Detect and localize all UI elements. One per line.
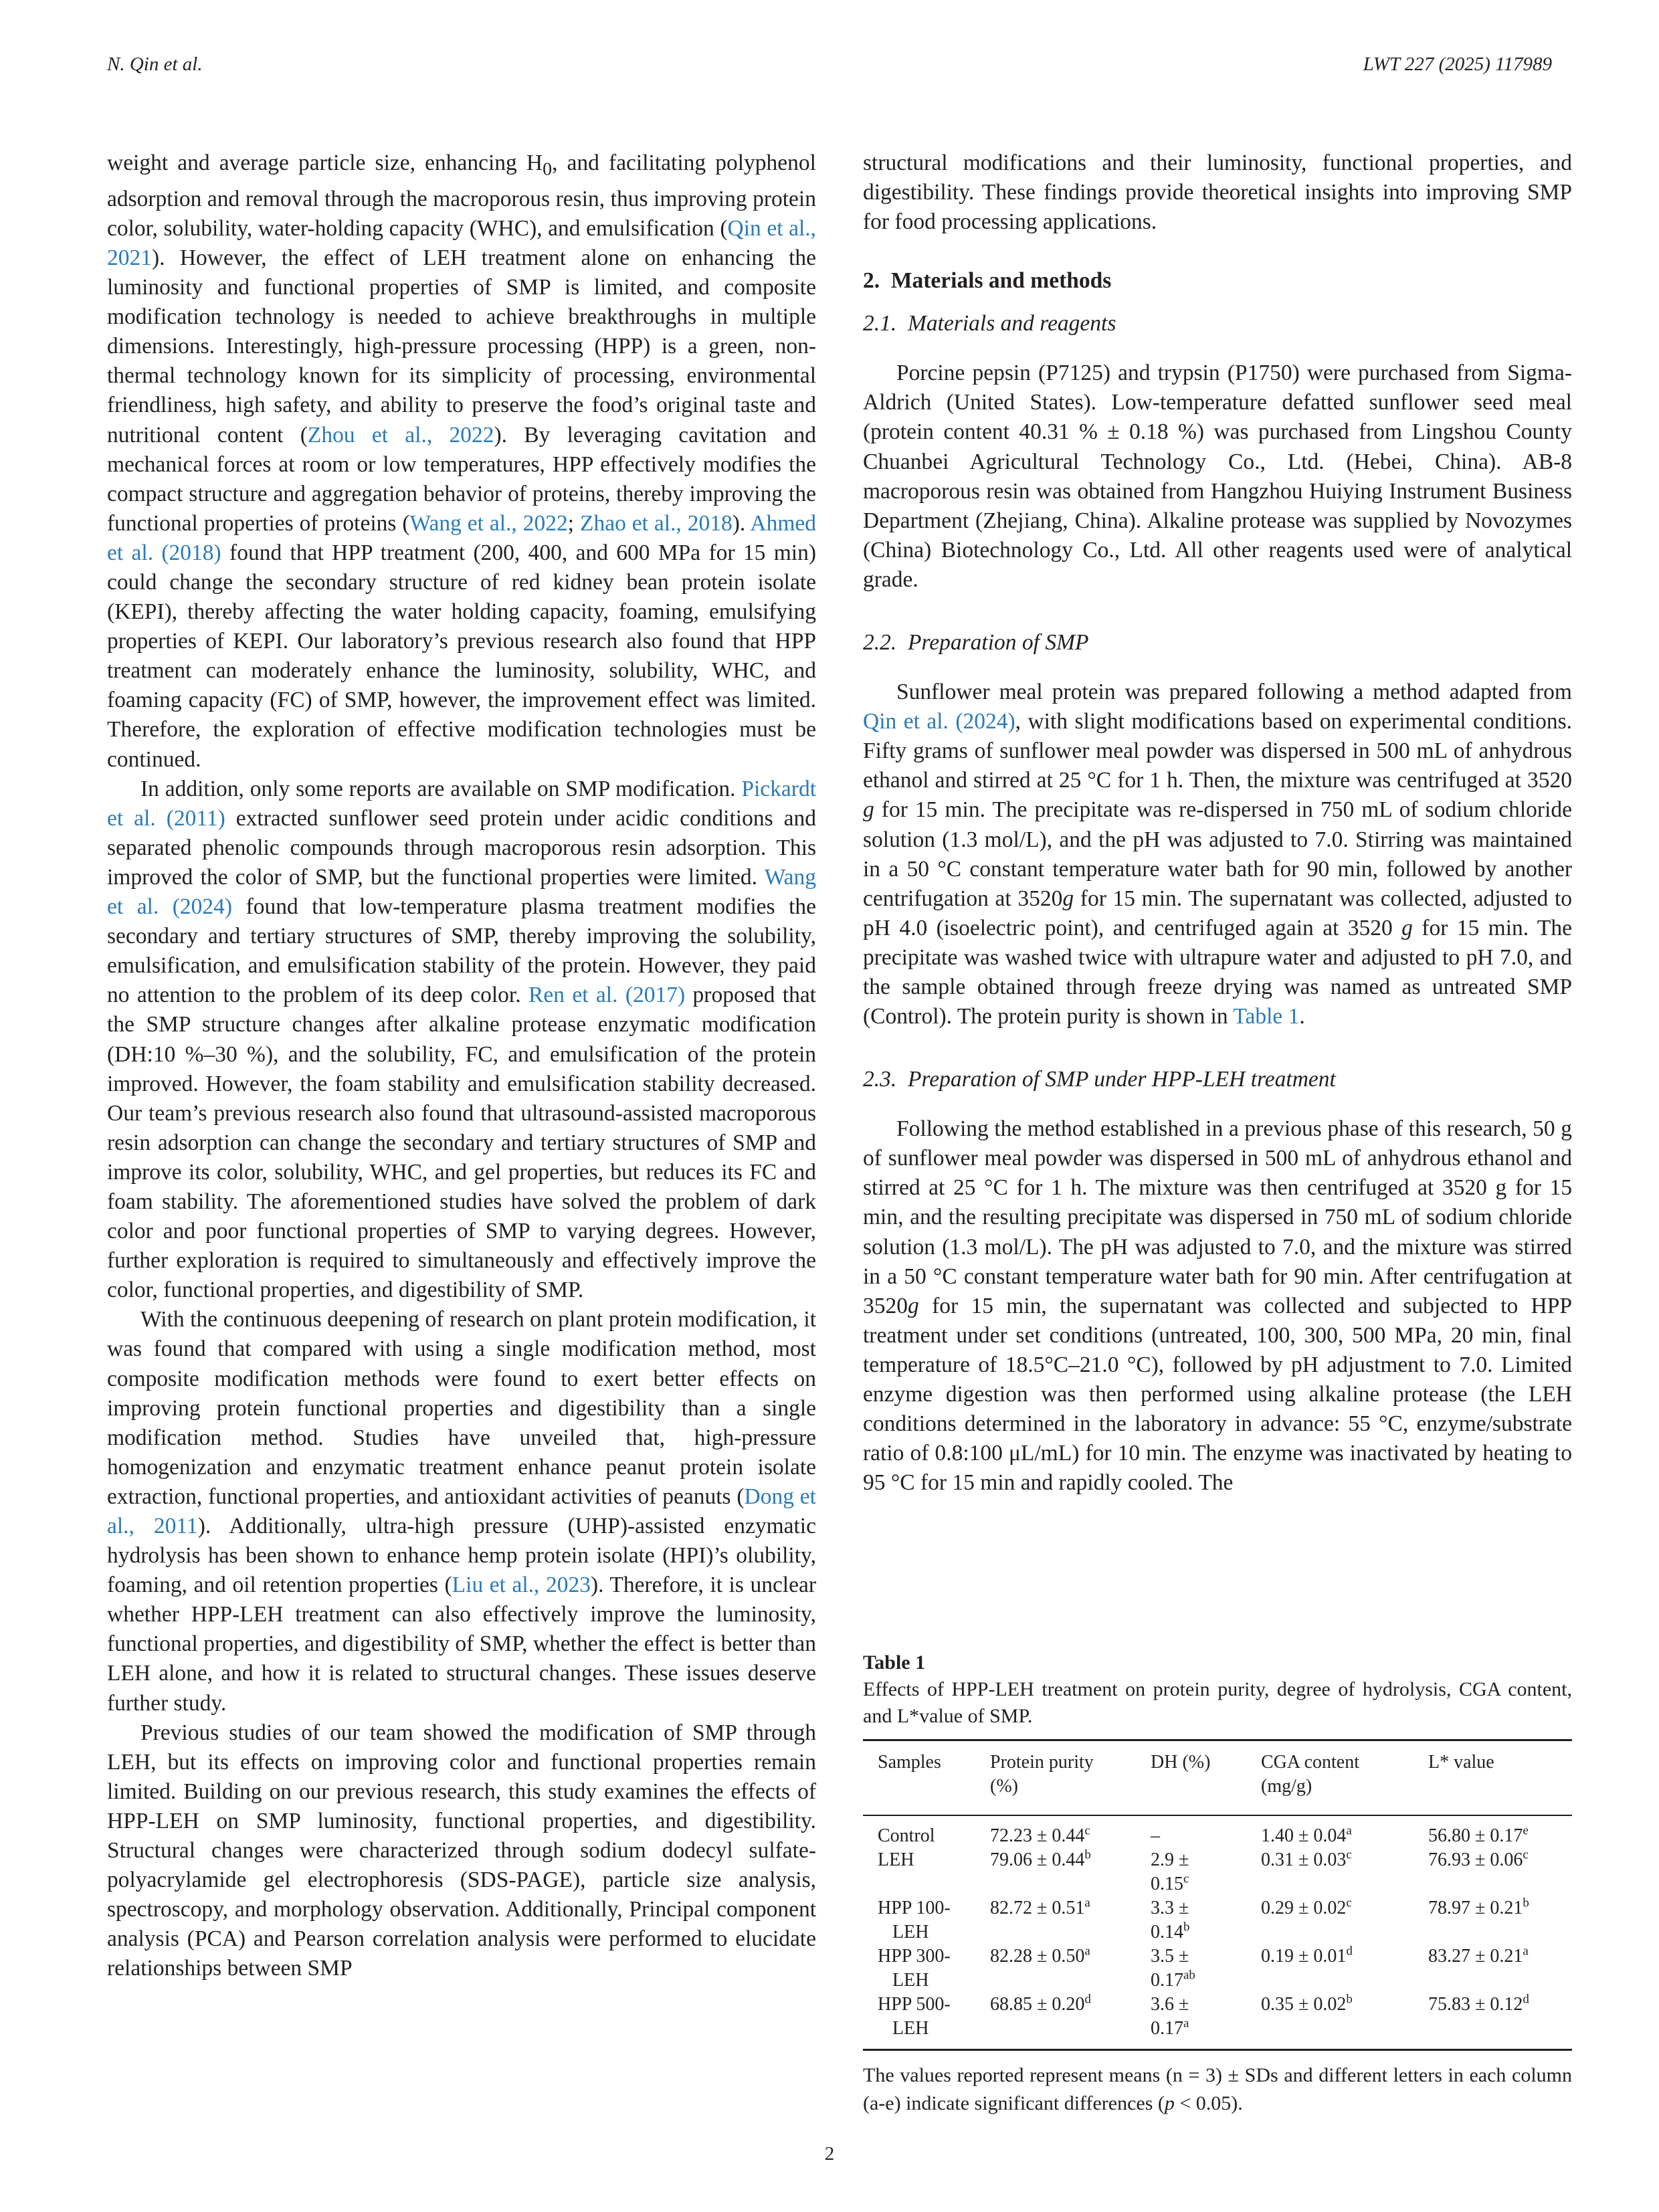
citation-link[interactable]: Qin et al. (2024)	[863, 709, 1015, 734]
table-row: Control 72.23 ± 0.44c – 1.40 ± 0.04a 56.80 ±…	[863, 1815, 1572, 1848]
italic-text: g	[908, 1293, 919, 1318]
running-header-journal: LWT 227 (2025) 117989	[1363, 54, 1552, 75]
table-cell: 82.28 ± 0.50a	[990, 1944, 1090, 1967]
paragraph: structural modifications and their lumin…	[863, 150, 1572, 235]
table-row: HPP 100-LEH 82.72 ± 0.51a 3.3 ±0.14b 0.29 ±…	[863, 1896, 1572, 1944]
paragraph: Previous studies of our team showed the …	[107, 1720, 816, 1981]
citation-link[interactable]: Ahmed et al. (2018)	[107, 510, 816, 565]
column-header: L* value	[1428, 1752, 1494, 1773]
table-cell: 3.5 ±0.17ab	[1151, 1946, 1195, 1991]
table-cell: Control	[878, 1825, 935, 1846]
table-cell: 3.6 ±0.17a	[1151, 1994, 1189, 2039]
table-header-row: Samples Protein purity(%) DH (%) CGA conten…	[863, 1740, 1572, 1815]
table-body: Control 72.23 ± 0.44c – 1.40 ± 0.04a 56.80 ±…	[863, 1815, 1572, 2050]
running-header-authors: N. Qin et al.	[107, 54, 203, 75]
table-cell: 0.31 ± 0.03c	[1261, 1847, 1352, 1870]
subsection-heading: 2.2. Preparation of SMP	[863, 630, 1089, 656]
citation-link[interactable]: Qin et al., 2021	[107, 215, 816, 270]
italic-text: g	[1401, 915, 1413, 940]
table-row: HPP 300-LEH 82.28 ± 0.50a 3.5 ±0.17ab 0.19 …	[863, 1944, 1572, 1993]
paragraph: In addition, only some reports are avail…	[107, 776, 817, 1303]
column-header: CGA content(mg/g)	[1261, 1752, 1359, 1797]
subsection-heading: 2.3. Preparation of SMP under HPP-LEH tr…	[863, 1067, 1336, 1092]
table-cell: 82.72 ± 0.51a	[990, 1896, 1090, 1918]
table-cell: LEH	[878, 1849, 914, 1870]
column-header: Protein purity(%)	[990, 1752, 1094, 1797]
citation-link[interactable]: Dong et al., 2011	[107, 1484, 816, 1538]
subscript: 0	[543, 159, 553, 180]
table-cell: 0.29 ± 0.02c	[1261, 1896, 1352, 1918]
table-footnote: The values reported represent means (n =…	[863, 2064, 1572, 2114]
table-cell: 76.93 ± 0.06c	[1428, 1847, 1529, 1870]
table-cell: HPP 500-LEH	[878, 1994, 951, 2039]
table-cell: 2.9 ±0.15c	[1151, 1849, 1189, 1894]
paragraph: Following the method established in a pr…	[863, 1116, 1572, 1496]
table-cell: 1.40 ± 0.04a	[1261, 1823, 1352, 1846]
page-number: 2	[824, 2143, 835, 2165]
table-row: LEH 79.06 ± 0.44b 2.9 ±0.15c 0.31 ± 0.03c 76…	[863, 1848, 1572, 1896]
table-cell: HPP 300-LEH	[878, 1946, 951, 1991]
italic-text: g	[863, 797, 874, 823]
table-cell: 78.97 ± 0.21b	[1428, 1896, 1529, 1918]
citation-link[interactable]: Ren et al. (2017)	[528, 983, 686, 1008]
table-cell: 83.27 ± 0.21a	[1428, 1944, 1529, 1967]
section-heading: 2. Materials and methods	[863, 268, 1112, 294]
paragraph: Sunflower meal protein was prepared foll…	[863, 680, 1573, 1029]
column-header: Samples	[878, 1752, 941, 1773]
paragraph: With the continuous deepening of researc…	[107, 1307, 817, 1716]
paragraph: Porcine pepsin (P7125) and trypsin (P175…	[863, 361, 1572, 592]
citation-link[interactable]: Pickardt et al. (2011)	[107, 776, 816, 831]
table-cell: 79.06 ± 0.44b	[990, 1847, 1091, 1870]
citation-link[interactable]: Table 1	[1233, 1004, 1300, 1029]
table-cell: 68.85 ± 0.20d	[990, 1992, 1091, 2015]
table-1: Table 1 Effects of HPP-LEH treatment on …	[863, 1649, 1572, 2118]
table-cell: 75.83 ± 0.12d	[1428, 1992, 1529, 2015]
table-label: Table 1	[863, 1651, 926, 1674]
subsection-heading: 2.1. Materials and reagents	[863, 311, 1116, 336]
paragraph: weight and average particle size, enhanc…	[107, 150, 816, 772]
table-cell: 0.35 ± 0.02b	[1261, 1992, 1353, 2015]
left-column: weight and average particle size, enhanc…	[107, 148, 816, 1984]
table-cell: HPP 100-LEH	[878, 1898, 951, 1942]
right-column: structural modifications and their lumin…	[863, 148, 1572, 1498]
citation-link[interactable]: Wang et al. (2024)	[107, 864, 816, 920]
table-cell: 56.80 ± 0.17e	[1428, 1823, 1529, 1846]
italic-text: p	[1164, 2092, 1175, 2114]
table-row: HPP 500-LEH 68.85 ± 0.20d 3.6 ±0.17a 0.35 ±…	[863, 1993, 1572, 2050]
citation-link[interactable]: Wang et al., 2022	[409, 510, 568, 536]
citation-link[interactable]: Zhao et al., 2018	[580, 510, 733, 536]
table-cell: 3.3 ±0.14b	[1151, 1898, 1190, 1942]
table-cell: 0.19 ± 0.01d	[1261, 1944, 1353, 1967]
italic-text: g	[1062, 886, 1074, 911]
citation-link[interactable]: Zhou et al., 2022	[307, 422, 494, 447]
table-cell: 72.23 ± 0.44c	[990, 1823, 1090, 1846]
table-caption: Effects of HPP-LEH treatment on protein …	[863, 1678, 1572, 1727]
column-header: DH (%)	[1151, 1752, 1211, 1773]
data-table: Samples Protein purity(%) DH (%) CGA conten…	[863, 1739, 1572, 2051]
citation-link[interactable]: Liu et al., 2023	[452, 1573, 591, 1598]
table-cell: –	[1151, 1825, 1160, 1846]
